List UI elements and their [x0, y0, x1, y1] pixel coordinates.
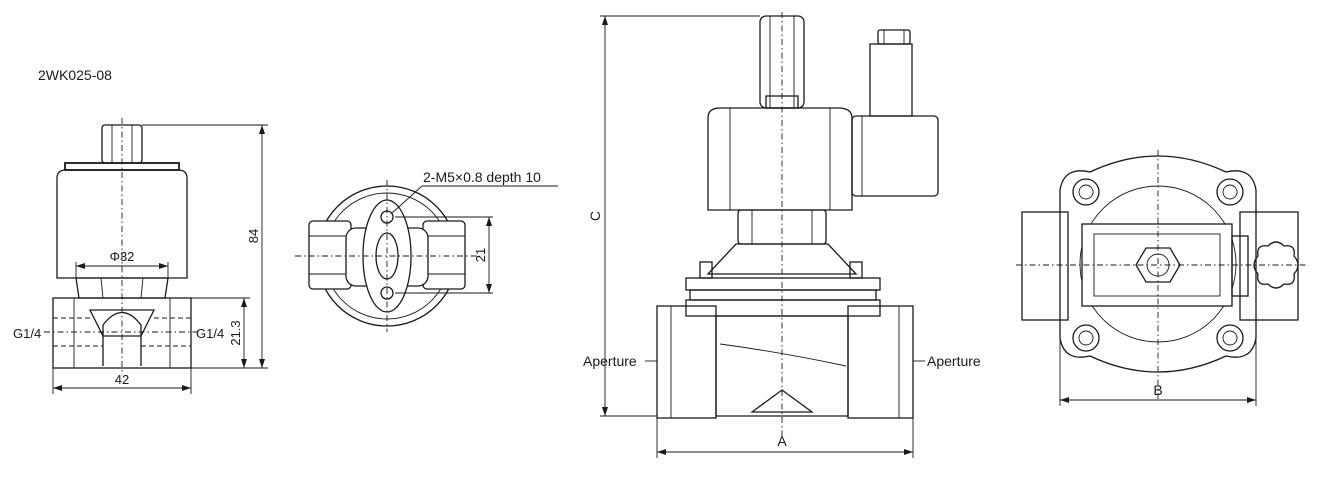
top-view-dimensions: B	[1059, 338, 1257, 406]
dim-b: B	[1153, 382, 1162, 398]
port-left-label: G1/4	[13, 326, 41, 341]
dim-84: 84	[246, 229, 261, 243]
dim-21-3: 21.3	[228, 320, 243, 345]
small-valve-side-view	[44, 118, 200, 375]
small-valve-bottom-view: 2-M5×0.8 depth 10 21	[295, 169, 558, 332]
large-valve-dimensions: C A	[587, 15, 914, 458]
port-right-label: G1/4	[196, 326, 224, 341]
dim-a: A	[777, 433, 787, 449]
small-valve-dimensions: 84 Φ32 21.3 G1/4 G1/4 42	[13, 124, 268, 394]
large-valve-front-view: Aperture Aperture	[583, 12, 981, 438]
aperture-left-label: Aperture	[583, 353, 637, 369]
dim-21: 21	[473, 248, 488, 262]
aperture-right-label: Aperture	[927, 353, 981, 369]
dim-phi-32: Φ32	[110, 249, 135, 264]
thread-note: 2-M5×0.8 depth 10	[423, 169, 541, 185]
dim-c: C	[587, 211, 603, 221]
dim-42: 42	[115, 372, 129, 387]
large-valve-top-view	[1016, 150, 1308, 400]
model-label: 2WK025-08	[38, 67, 112, 83]
